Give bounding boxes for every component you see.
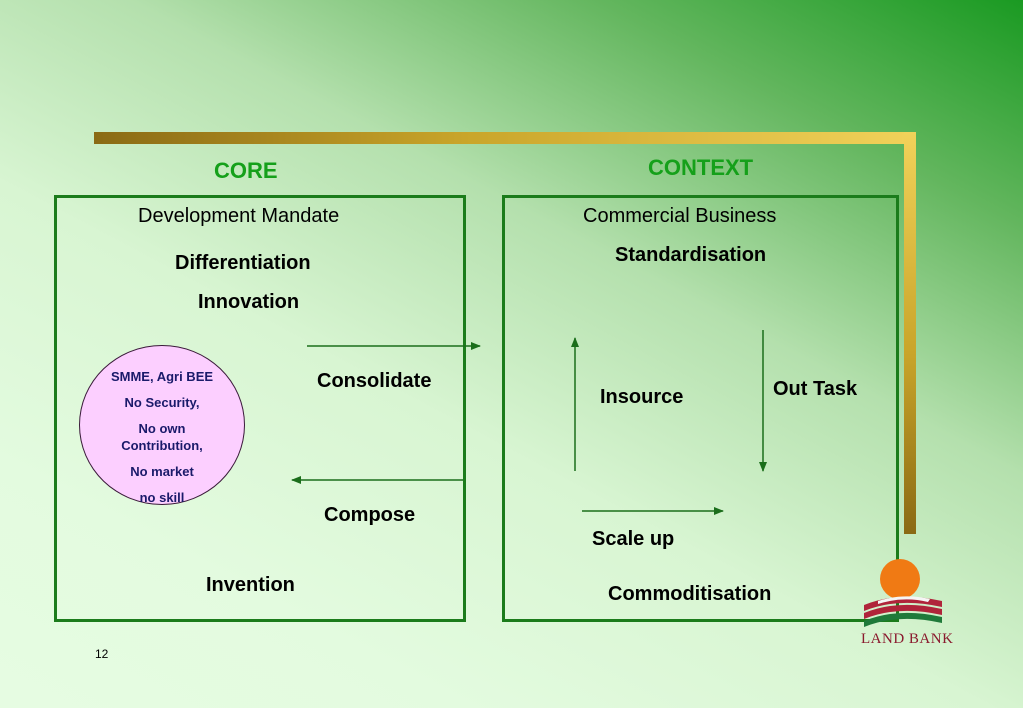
consolidate-label: Consolidate	[317, 370, 432, 392]
out-task-label: Out Task	[773, 378, 858, 400]
logo-text: LAND BANK	[861, 631, 954, 647]
circle-line-1: SMME, Agri BEE	[110, 369, 214, 384]
differentiation-label: Differentiation	[175, 252, 311, 274]
gold-bracket-top	[94, 132, 916, 144]
development-mandate-label: Development Mandate	[138, 205, 340, 227]
circle-line-5: No market	[130, 464, 194, 479]
context-panel	[502, 195, 899, 622]
circle-line-2: No Security,	[124, 395, 200, 410]
scale-up-label: Scale up	[592, 528, 675, 550]
commercial-business-label: Commercial Business	[583, 205, 777, 227]
invention-label: Invention	[206, 574, 295, 596]
insource-label: Insource	[600, 386, 684, 408]
core-panel	[54, 195, 466, 622]
land-bank-logo	[864, 559, 942, 627]
circle-line-6: no skill	[139, 490, 185, 505]
core-title: CORE	[214, 158, 278, 183]
innovation-label: Innovation	[198, 291, 300, 313]
gold-bracket-right	[904, 132, 916, 534]
compose-label: Compose	[324, 504, 416, 526]
target-group-circle	[79, 345, 245, 505]
circle-line-3: No own	[138, 421, 186, 436]
commoditisation-label: Commoditisation	[608, 583, 772, 605]
circle-line-4: Contribution,	[121, 438, 203, 453]
page-number: 12	[95, 647, 109, 661]
context-title: CONTEXT	[648, 155, 754, 180]
standardisation-label: Standardisation	[615, 244, 767, 266]
